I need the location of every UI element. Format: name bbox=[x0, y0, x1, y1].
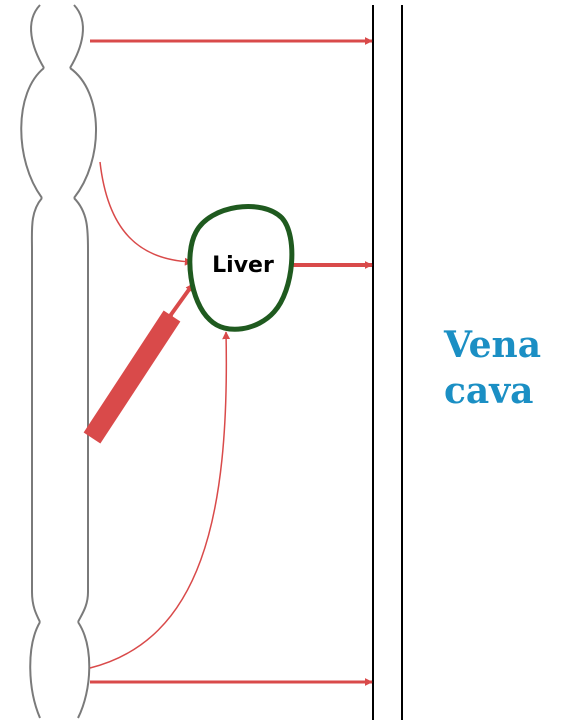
arrow-curve-to-liver-lower bbox=[89, 331, 231, 669]
tract-segment-long bbox=[30, 197, 89, 623]
arrow-portal-thick bbox=[83, 310, 181, 444]
flow-arrows bbox=[83, 37, 373, 686]
liver-label: Liver bbox=[212, 253, 274, 278]
vena-cava-label-line2: cava bbox=[444, 370, 534, 412]
tract-segment-bottom bbox=[29, 621, 91, 719]
tract-segment-upper bbox=[20, 67, 97, 199]
digestive-tract bbox=[20, 4, 97, 719]
liver-outline bbox=[187, 204, 295, 332]
vena-cava-label: Vena cava bbox=[444, 322, 541, 414]
arrow-curve-to-liver-upper bbox=[99, 161, 193, 266]
tract-segment-top bbox=[30, 4, 84, 69]
arrow-portal-tip bbox=[168, 282, 195, 318]
vena-cava-label-line1: Vena bbox=[444, 324, 542, 366]
